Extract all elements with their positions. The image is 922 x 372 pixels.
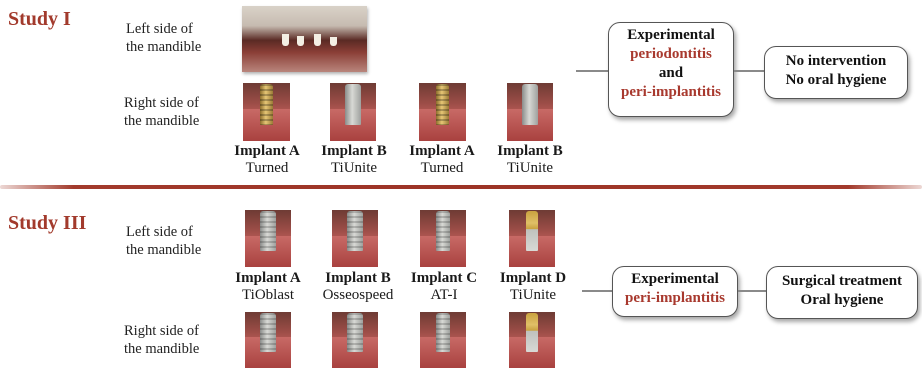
implant-label: Implant C AT-I bbox=[405, 270, 483, 304]
implant-label: Implant D TiUnite bbox=[494, 270, 572, 304]
box-line: and bbox=[609, 64, 733, 83]
left-side-label-line-2: the mandible bbox=[126, 241, 236, 259]
implant-photo-2 bbox=[330, 83, 376, 141]
no-intervention-box: No intervention No oral hygiene bbox=[764, 46, 908, 99]
box-line: peri-implantitis bbox=[613, 289, 737, 308]
implant-label: Implant B TiUnite bbox=[316, 143, 392, 177]
implant-surface: Osseospeed bbox=[316, 287, 400, 304]
implant-photo-top-1 bbox=[245, 210, 291, 267]
box-line: periodontitis bbox=[609, 45, 733, 64]
implant-label: Implant B Osseospeed bbox=[316, 270, 400, 304]
implant-name: Implant A bbox=[229, 270, 307, 287]
implant-label: Implant A Turned bbox=[404, 143, 480, 177]
connector-line bbox=[738, 290, 766, 292]
section-divider bbox=[0, 185, 922, 189]
implant-photo-bottom-4 bbox=[509, 312, 555, 368]
implant-label: Implant A Turned bbox=[229, 143, 305, 177]
left-side-label-line-1: Left side of bbox=[126, 20, 236, 38]
implant-label: Implant B TiUnite bbox=[492, 143, 568, 177]
implant-photo-4 bbox=[507, 83, 553, 141]
implant-name: Implant B bbox=[492, 143, 568, 160]
study-3-left-side-label: Left side of the mandible bbox=[126, 223, 236, 259]
study-3-title: Study III bbox=[8, 212, 86, 235]
box-line: Oral hygiene bbox=[767, 291, 917, 310]
left-side-label-line-1: Left side of bbox=[126, 223, 236, 241]
implant-label: Implant A TiOblast bbox=[229, 270, 307, 304]
implant-name: Implant B bbox=[316, 143, 392, 160]
experimental-peri-implantitis-box: Experimental peri-implantitis bbox=[612, 266, 738, 317]
box-line: peri-implantitis bbox=[609, 83, 733, 102]
study-1-left-side-label: Left side of the mandible bbox=[126, 20, 236, 56]
implant-photo-bottom-2 bbox=[332, 312, 378, 368]
implant-photo-top-2 bbox=[332, 210, 378, 267]
implant-name: Implant B bbox=[316, 270, 400, 287]
study-3-right-side-label: Right side of the mandible bbox=[124, 322, 236, 358]
implant-name: Implant C bbox=[405, 270, 483, 287]
implant-surface: TiOblast bbox=[229, 287, 307, 304]
connector-line bbox=[582, 290, 612, 292]
implant-surface: Turned bbox=[229, 160, 305, 177]
left-side-label-line-2: the mandible bbox=[126, 38, 236, 56]
implant-photo-top-4 bbox=[509, 210, 555, 267]
connector-line bbox=[576, 70, 608, 72]
experimental-periodontitis-box: Experimental periodontitis and peri-impl… bbox=[608, 22, 734, 117]
implant-surface: Turned bbox=[404, 160, 480, 177]
connector-line bbox=[734, 70, 764, 72]
implant-name: Implant A bbox=[404, 143, 480, 160]
mandible-photo bbox=[242, 6, 367, 72]
implant-surface: TiUnite bbox=[316, 160, 392, 177]
right-side-label-line-1: Right side of bbox=[124, 322, 236, 340]
implant-surface: TiUnite bbox=[492, 160, 568, 177]
right-side-label-line-2: the mandible bbox=[124, 340, 236, 358]
right-side-label-line-2: the mandible bbox=[124, 112, 236, 130]
box-line: Experimental bbox=[613, 270, 737, 289]
implant-name: Implant D bbox=[494, 270, 572, 287]
right-side-label-line-1: Right side of bbox=[124, 94, 236, 112]
box-line: Surgical treatment bbox=[767, 272, 917, 291]
implant-photo-bottom-3 bbox=[420, 312, 466, 368]
implant-photo-bottom-1 bbox=[245, 312, 291, 368]
implant-photo-3 bbox=[419, 83, 466, 141]
box-line: No oral hygiene bbox=[765, 71, 907, 90]
implant-surface: TiUnite bbox=[494, 287, 572, 304]
study-1-right-side-label: Right side of the mandible bbox=[124, 94, 236, 130]
box-line: Experimental bbox=[609, 26, 733, 45]
implant-surface: AT-I bbox=[405, 287, 483, 304]
implant-name: Implant A bbox=[229, 143, 305, 160]
surgical-treatment-box: Surgical treatment Oral hygiene bbox=[766, 266, 918, 319]
study-1-title: Study I bbox=[8, 8, 71, 31]
implant-photo-top-3 bbox=[420, 210, 466, 267]
box-line: No intervention bbox=[765, 52, 907, 71]
implant-photo-1 bbox=[243, 83, 290, 141]
